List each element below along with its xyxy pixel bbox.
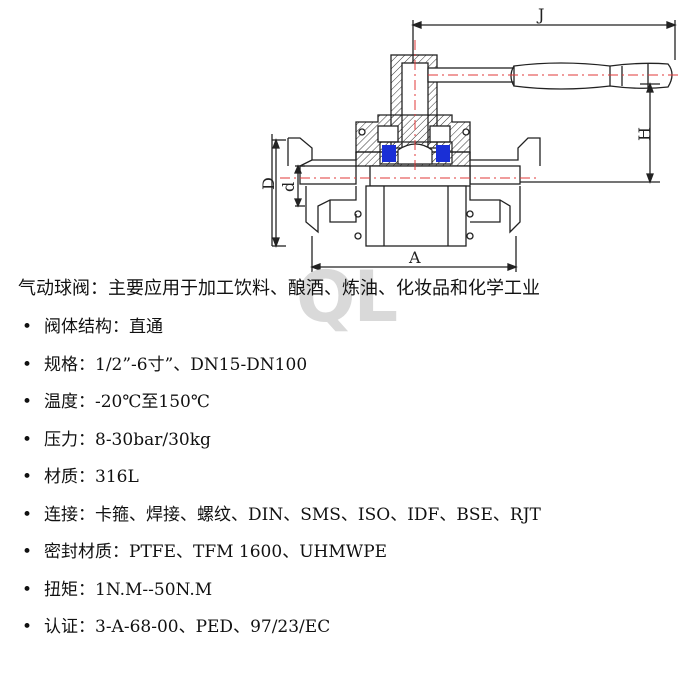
spec-item-temperature: •温度：-20℃至150℃ [18, 389, 541, 427]
dim-label-a: A [408, 248, 421, 267]
valve-technical-drawing: J H D d A [259, 5, 680, 272]
watermark-logo: QL [296, 256, 398, 338]
spec-list: •阀体结构：直通 •规格：1/2”-6寸”、DN15-DN100 •温度：-20… [18, 314, 541, 652]
bullet-icon: • [22, 467, 33, 487]
spec-item-size: •规格：1/2”-6寸”、DN15-DN100 [18, 352, 541, 390]
bullet-icon: • [22, 579, 33, 600]
dim-label-d-inner: d [279, 182, 298, 192]
spec-item-seal-material: •密封材质：PTFE、TFM 1600、UHMWPE [18, 539, 541, 577]
spec-item-torque: •扭矩：1N.M--50N.M [18, 577, 541, 615]
bullet-icon: • [22, 429, 33, 450]
spec-item-certification: •认证：3-A-68-00、PED、97/23/EC [18, 614, 541, 652]
dim-label-h: H [635, 127, 654, 141]
spec-item-material: •材质：316L [18, 464, 541, 502]
bullet-icon: • [22, 504, 33, 525]
spec-item-structure: •阀体结构：直通 [18, 314, 541, 352]
product-intro: 气动球阀：主要应用于加工饮料、酿酒、炼油、化妆品和化学工业 [18, 278, 540, 299]
dim-label-d-outer: D [259, 177, 278, 190]
bullet-icon: • [22, 317, 33, 337]
spec-item-connection: •连接：卡箍、焊接、螺纹、DIN、SMS、ISO、IDF、BSE、RJT [18, 502, 541, 540]
bullet-icon: • [22, 617, 33, 637]
bullet-icon: • [22, 354, 33, 375]
dim-label-j: J [536, 5, 544, 24]
spec-item-pressure: •压力：8-30bar/30kg [18, 427, 541, 465]
bullet-icon: • [22, 392, 33, 412]
bullet-icon: • [22, 542, 33, 562]
